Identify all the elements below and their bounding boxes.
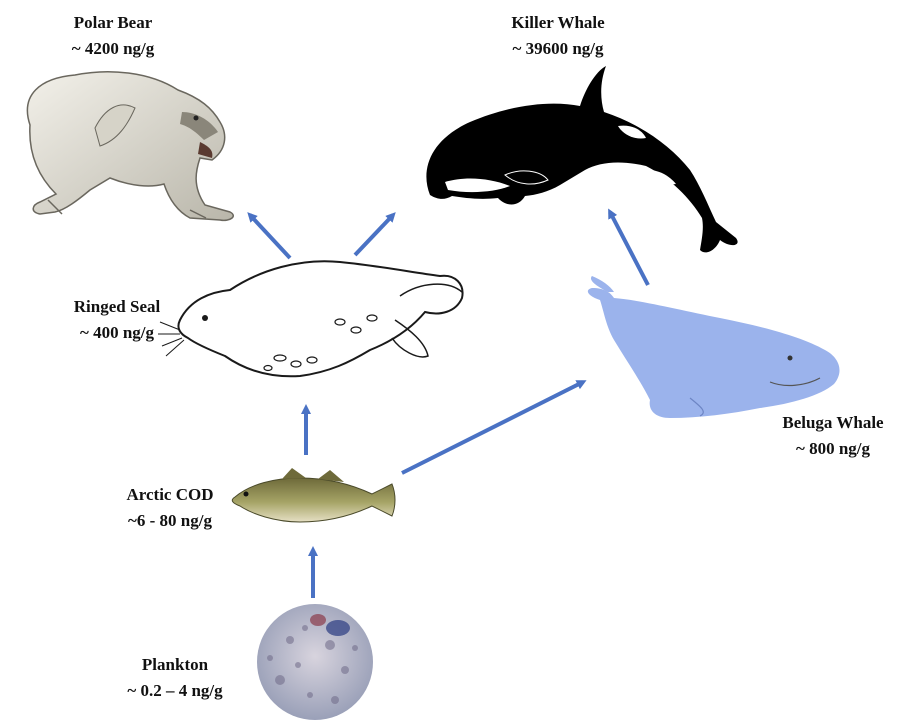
label-ringed-seal: Ringed Seal ~ 400 ng/g bbox=[52, 294, 182, 346]
ringed-seal-illustration bbox=[158, 261, 463, 376]
label-beluga-whale: Beluga Whale ~ 800 ng/g bbox=[768, 410, 898, 462]
polar-bear-value: ~ 4200 ng/g bbox=[48, 36, 178, 62]
label-arctic-cod: Arctic COD ~6 - 80 ng/g bbox=[105, 482, 235, 534]
plankton-name: Plankton bbox=[105, 652, 245, 678]
plankton-illustration bbox=[257, 604, 373, 720]
polar-bear-illustration bbox=[27, 72, 233, 221]
beluga-whale-name: Beluga Whale bbox=[768, 410, 898, 436]
label-polar-bear: Polar Bear ~ 4200 ng/g bbox=[48, 10, 178, 62]
killer-whale-value: ~ 39600 ng/g bbox=[488, 36, 628, 62]
arrow-seal-to-bear bbox=[250, 215, 290, 258]
beluga-whale-illustration bbox=[588, 276, 840, 418]
beluga-whale-value: ~ 800 ng/g bbox=[768, 436, 898, 462]
killer-whale-illustration bbox=[426, 66, 737, 252]
arrow-beluga-to-orca bbox=[610, 212, 648, 285]
arctic-cod-name: Arctic COD bbox=[105, 482, 235, 508]
ringed-seal-name: Ringed Seal bbox=[52, 294, 182, 320]
ringed-seal-value: ~ 400 ng/g bbox=[52, 320, 182, 346]
arrow-cod-to-beluga bbox=[402, 382, 583, 473]
plankton-value: ~ 0.2 – 4 ng/g bbox=[105, 678, 245, 704]
label-killer-whale: Killer Whale ~ 39600 ng/g bbox=[488, 10, 628, 62]
arctic-cod-value: ~6 - 80 ng/g bbox=[105, 508, 235, 534]
arrow-seal-to-orca bbox=[355, 215, 393, 255]
polar-bear-name: Polar Bear bbox=[48, 10, 178, 36]
arctic-cod-illustration bbox=[232, 468, 395, 522]
label-plankton: Plankton ~ 0.2 – 4 ng/g bbox=[105, 652, 245, 704]
killer-whale-name: Killer Whale bbox=[488, 10, 628, 36]
